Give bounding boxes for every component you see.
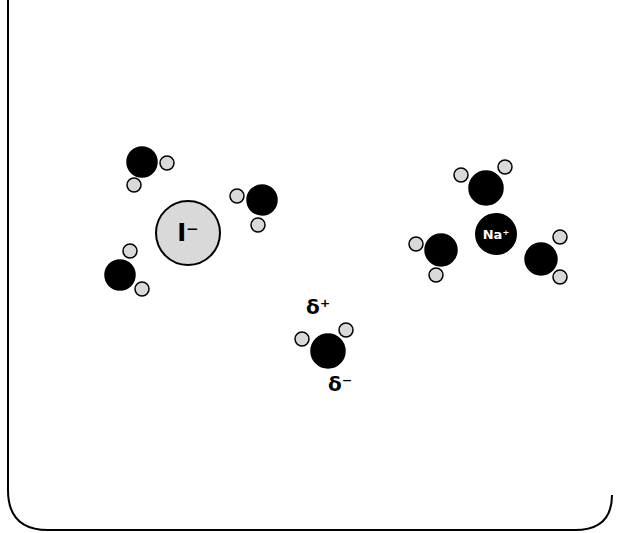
anion-circle: I⁻ [155,200,221,266]
cation-circle: Na⁺ [475,213,517,255]
partial-charge-label: δ⁻ [328,374,352,394]
beaker-outline [8,0,612,530]
ion-symbol: Na⁺ [483,228,510,241]
partial-charge-label: δ⁺ [306,297,330,317]
ion-symbol: I⁻ [177,221,199,245]
water-molecules [105,147,567,368]
